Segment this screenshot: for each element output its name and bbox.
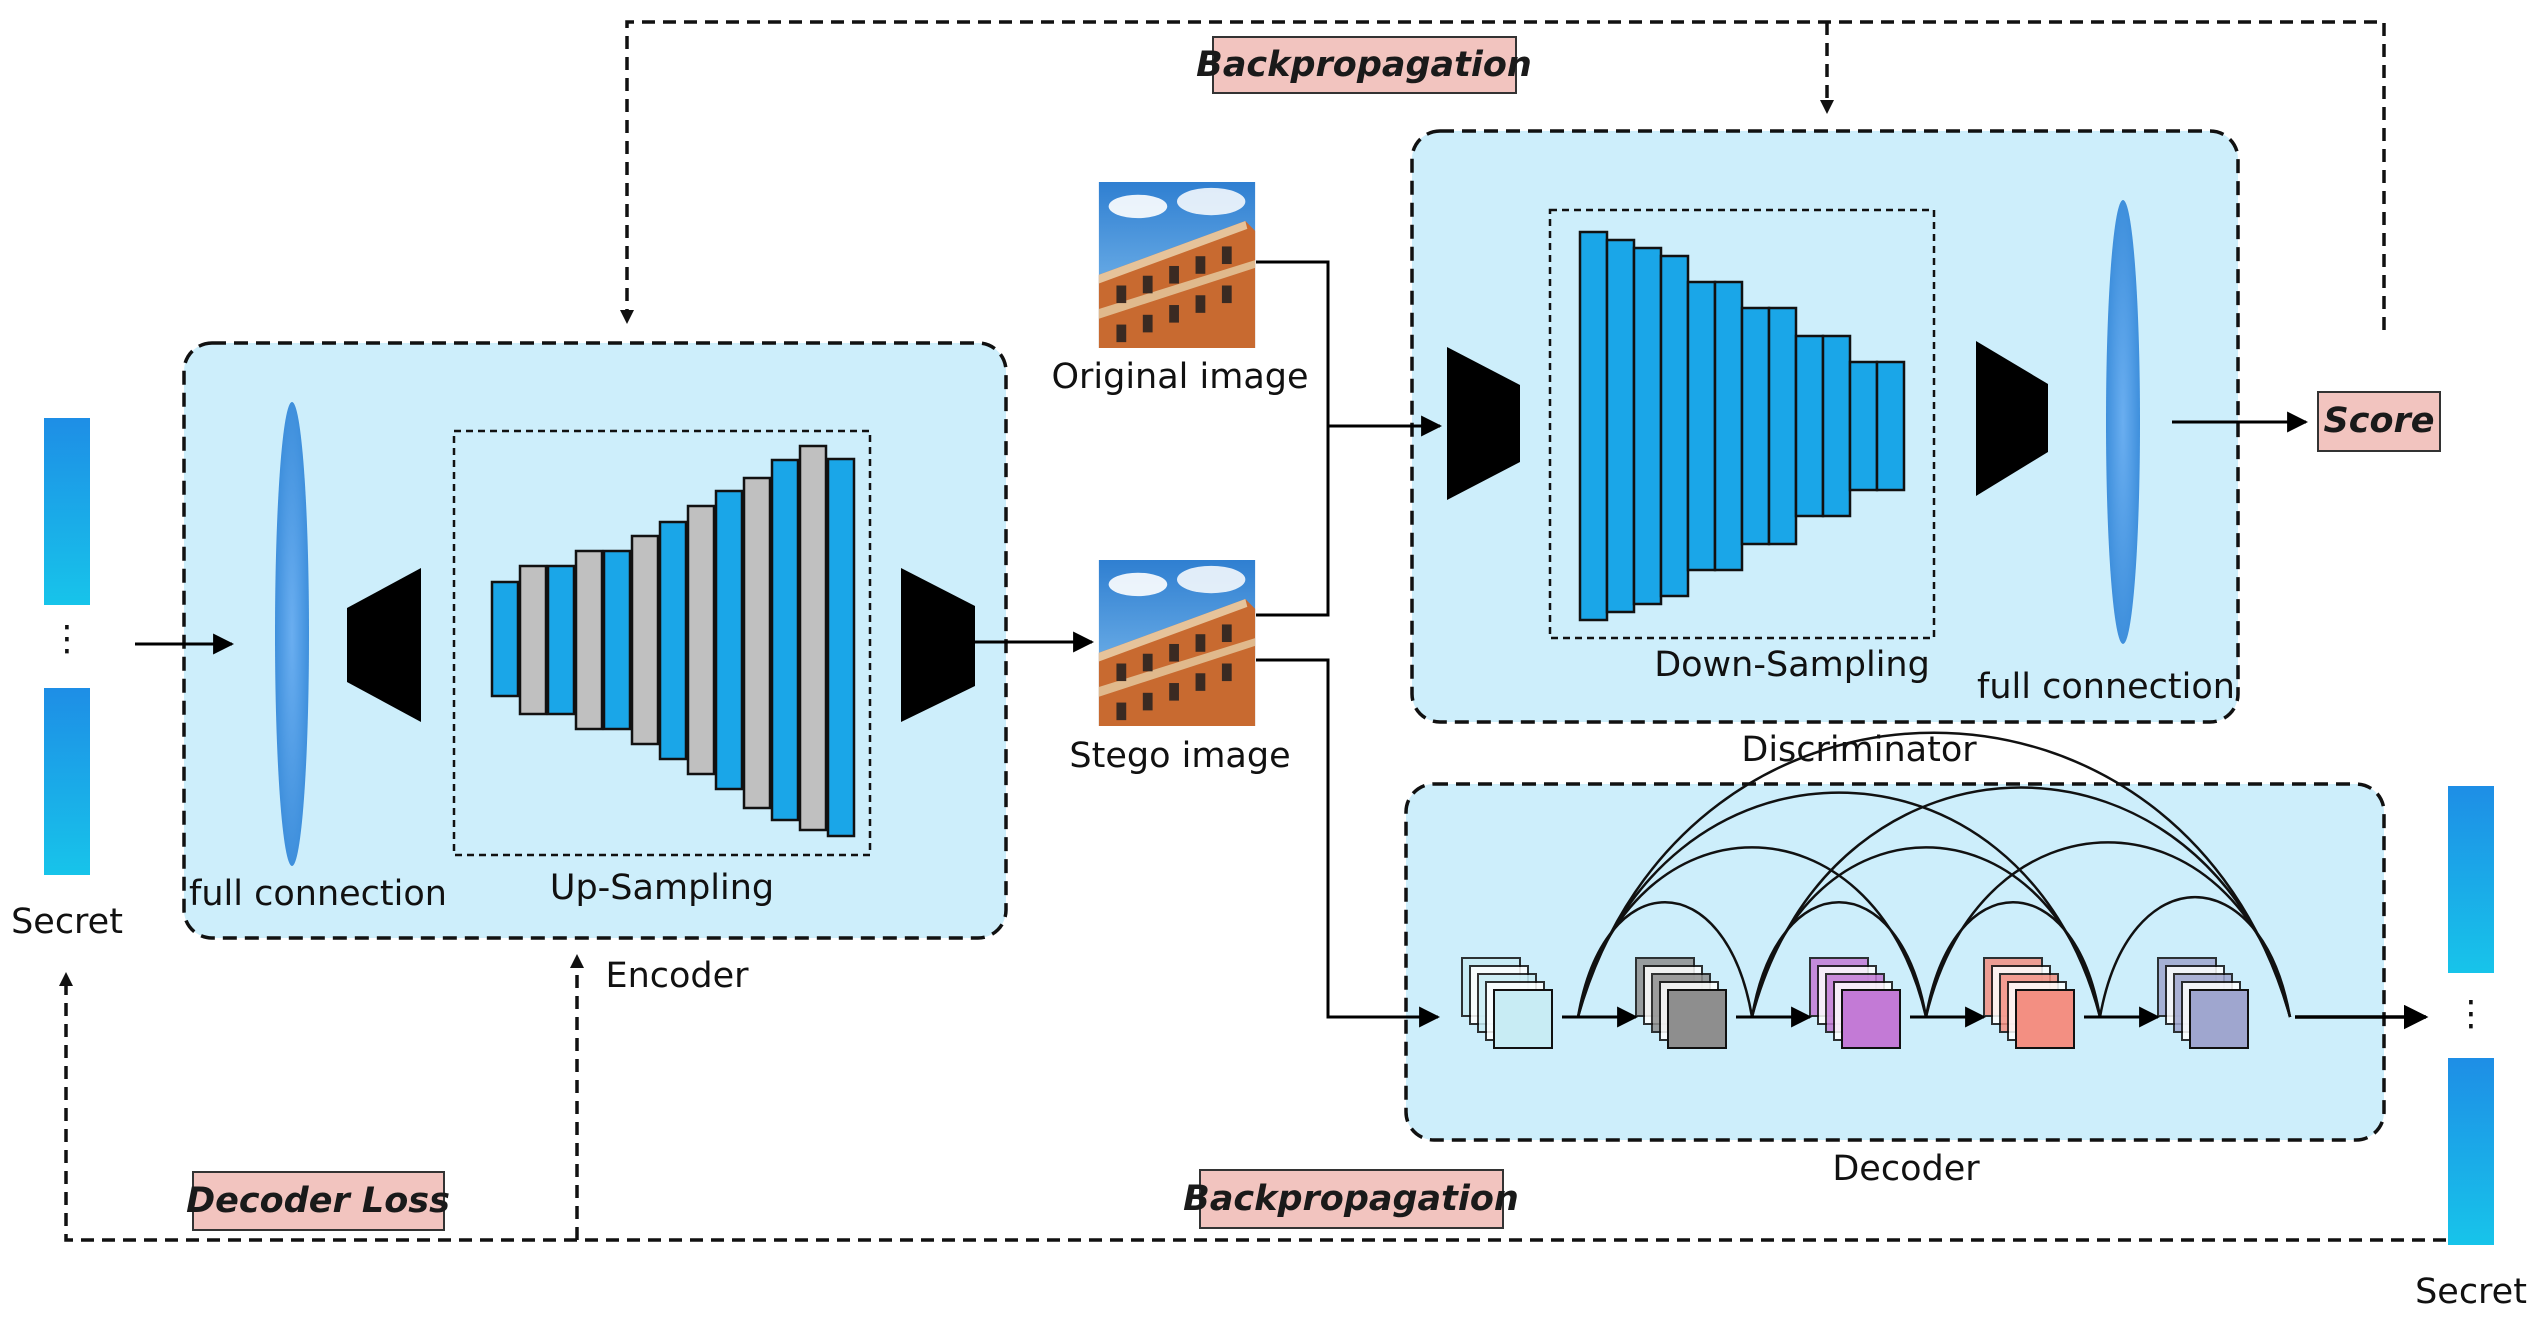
up-sampling-layer [658, 520, 688, 761]
backprop-bottom-arrowhead [570, 954, 584, 968]
up-sampling-layer [602, 549, 632, 731]
down-sampling-layer [1578, 230, 1609, 622]
decoder-feature-map [2189, 989, 2249, 1049]
secret-output-bar-bottom [2448, 1058, 2494, 1245]
decoder-skip-arc [1576, 901, 1754, 1018]
decoder-skip-arc [1924, 901, 2102, 1018]
original-image-label: Original image [1051, 357, 1308, 397]
original-image-icon [1098, 182, 1256, 348]
encoder-fc-label: full connection [189, 874, 447, 914]
discriminator-trapezoid-left [1447, 347, 1520, 500]
stego-image-icon [1098, 560, 1256, 726]
down-sampling-layer [1821, 334, 1852, 518]
svg-text:Backpropagation: Backpropagation [1183, 1179, 1519, 1219]
secret-input-bar-top [44, 418, 90, 605]
encoder-trapezoid-right [901, 568, 975, 722]
up-sampling-label: Up-Sampling [550, 868, 774, 908]
backprop-top-loop [625, 20, 2386, 330]
up-sampling-layer [798, 444, 828, 832]
decoder-skip-arc [1750, 786, 2292, 1018]
discriminator-fc-label: full connection [1977, 667, 2235, 707]
decoder-blocks [1461, 957, 2249, 1049]
decoder-feature-map [1841, 989, 1901, 1049]
up-sampling-layer [518, 564, 548, 716]
down-sampling-label: Down-Sampling [1654, 645, 1930, 685]
decoder-feature-map [2015, 989, 2075, 1049]
svg-text:Decoder Loss: Decoder Loss [186, 1181, 450, 1221]
score-tag: Score [2317, 391, 2441, 452]
up-sampling-layer [826, 457, 856, 838]
decoder-feature-map [1667, 989, 1727, 1049]
backprop-disc-arrowhead [1820, 100, 1834, 114]
down-sampling-layer [1875, 360, 1906, 492]
backprop-top-tag: Backpropagation [1196, 36, 1532, 94]
down-sampling-layer [1794, 334, 1825, 518]
down-sampling-layer [1740, 306, 1771, 546]
encoder-label: Encoder [605, 956, 749, 996]
discriminator-label: Discriminator [1741, 730, 1977, 770]
down-sampling-layer [1632, 246, 1663, 606]
up-sampling-layer [770, 458, 800, 822]
discriminator-trapezoid-right [1976, 341, 2048, 496]
down-sampling-layer [1659, 254, 1690, 598]
down-sampling-stack [1578, 230, 1906, 622]
decoder-skip-arc [1576, 791, 2102, 1018]
down-sampling-layer [1713, 280, 1744, 572]
secret-input-ellipsis: ⋮ [50, 619, 85, 659]
stego-to-discriminator-line [1256, 426, 1330, 617]
backprop-top-arrowhead [620, 310, 634, 324]
up-sampling-layer [630, 534, 660, 746]
down-sampling-layer [1605, 238, 1636, 614]
backprop-bottom-tag: Backpropagation [1183, 1169, 1519, 1229]
svg-text:Backpropagation: Backpropagation [1196, 45, 1532, 85]
secret-output-label: Secret [2415, 1272, 2527, 1312]
secret-output-ellipsis: ⋮ [2454, 994, 2489, 1034]
up-sampling-stack [490, 444, 856, 838]
decoder-feature-map [1493, 989, 1553, 1049]
encoder-fc-lens [275, 402, 309, 866]
secret-input-bar-bottom [44, 688, 90, 875]
decoder-skip-arc [2098, 895, 2292, 1018]
secret-input-label: Secret [11, 902, 123, 942]
backprop-bottom-loop [64, 966, 2446, 1242]
down-sampling-layer [1848, 360, 1879, 492]
decoder-skip-arc [1750, 901, 1928, 1018]
down-sampling-box [1548, 208, 1936, 640]
up-sampling-layer [490, 580, 520, 698]
up-sampling-layer [742, 476, 772, 810]
down-sampling-layer [1686, 280, 1717, 572]
decoder-arcs [1576, 731, 2292, 1018]
stego-image-label: Stego image [1069, 736, 1290, 776]
decoder-loss-arrowhead [59, 972, 73, 986]
decoder-loss-tag: Decoder Loss [186, 1171, 450, 1231]
up-sampling-layer [714, 489, 744, 791]
down-sampling-layer [1767, 306, 1798, 546]
decoder-label: Decoder [1832, 1149, 1980, 1189]
discriminator-fc-lens [2106, 200, 2140, 644]
up-sampling-layer [546, 564, 576, 716]
encoder-trapezoid-left [347, 568, 421, 722]
decoder-panel [1404, 782, 2386, 1142]
decoder-skip-arc [1576, 731, 2292, 1018]
stego-to-decoder-line [1256, 658, 1441, 1028]
original-to-discriminator-line [1256, 260, 1330, 426]
secret-output-bar-top [2448, 786, 2494, 973]
up-sampling-layer [574, 549, 604, 731]
up-sampling-layer [686, 504, 716, 776]
svg-text:Score: Score [2324, 401, 2435, 441]
up-sampling-box [452, 429, 872, 857]
